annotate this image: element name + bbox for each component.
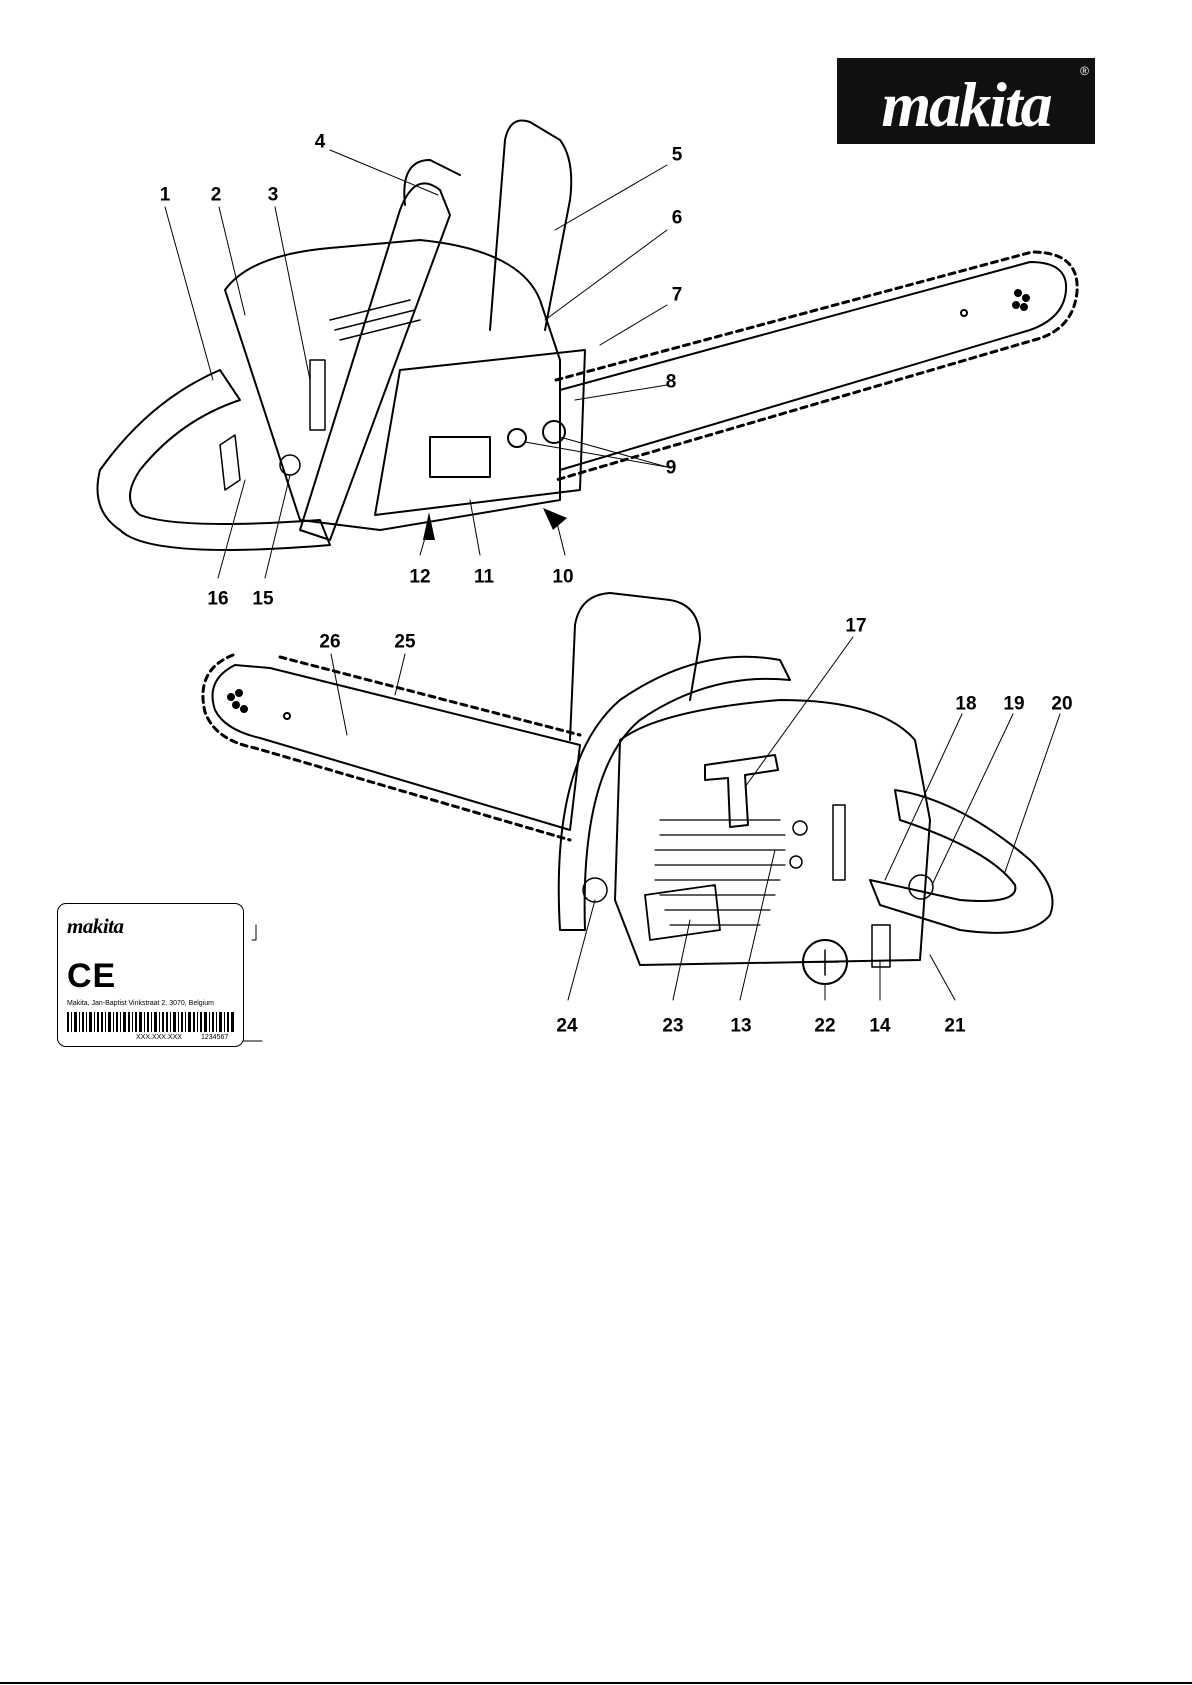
bar-nut-a	[508, 429, 526, 447]
hand-guard-top	[490, 120, 571, 330]
callout-21: 21	[944, 1017, 965, 1036]
chainsaw-right-view	[203, 593, 1060, 1000]
bottom-rule	[0, 1682, 1192, 1684]
saw-chain-top	[556, 252, 1077, 480]
callout-15: 15	[252, 590, 273, 609]
callout-10: 10	[552, 568, 573, 587]
callout-13: 13	[730, 1017, 751, 1036]
callout-26: 26	[319, 633, 340, 652]
starter-grip	[705, 755, 778, 827]
bar-nut-b	[543, 421, 565, 443]
front-handle-bottom	[559, 657, 790, 930]
guide-bar-top	[560, 262, 1066, 470]
callout-9: 9	[666, 459, 677, 478]
callout-25: 25	[394, 633, 415, 652]
callout-7: 7	[672, 286, 683, 305]
callout-24: 24	[556, 1017, 577, 1036]
callout-22: 22	[814, 1017, 835, 1036]
callout-1: 1	[160, 186, 171, 205]
saw-chain-bottom	[203, 655, 580, 840]
callout-8: 8	[666, 373, 677, 392]
leader-lines-top	[165, 150, 667, 578]
warning-plate	[645, 885, 720, 940]
cover-window	[430, 437, 490, 477]
ce-mark: CE	[67, 958, 116, 994]
callout-12: 12	[409, 568, 430, 587]
label-serial-number: 1234567	[201, 1034, 228, 1041]
callout-19: 19	[1003, 695, 1024, 714]
label-connector	[242, 925, 262, 1041]
callout-6: 6	[672, 209, 683, 228]
rear-handle-bottom	[870, 790, 1053, 933]
callout-14: 14	[869, 1017, 890, 1036]
chainsaw-left-view	[98, 120, 1078, 578]
callout-17: 17	[845, 617, 866, 636]
rear-handle-top	[98, 370, 331, 550]
name-plate-label: makita CE Makita, Jan-Baptist Vinkstraat…	[57, 903, 244, 1047]
callout-11: 11	[474, 568, 494, 587]
barcode	[67, 1012, 234, 1032]
label-model-code: XXX.XXX.XXX	[136, 1034, 182, 1041]
hand-guard-bottom	[570, 593, 700, 740]
callout-18: 18	[955, 695, 976, 714]
front-handle-loop	[404, 160, 460, 205]
engine-body-top	[225, 240, 560, 530]
bar-rivets-top	[1013, 290, 1029, 310]
sprocket-cover-top	[375, 350, 585, 515]
callout-3: 3	[268, 186, 279, 205]
label-brand: makita	[67, 914, 124, 939]
front-handle-top	[300, 183, 450, 540]
bar-hole-top	[961, 310, 967, 316]
starter-cover-slats	[655, 820, 785, 925]
callout-5: 5	[672, 146, 683, 165]
label-address: Makita, Jan-Baptist Vinkstraat 2, 3070, …	[67, 1000, 214, 1007]
callout-4: 4	[315, 133, 326, 152]
callout-23: 23	[662, 1017, 683, 1036]
callout-16: 16	[207, 590, 228, 609]
callout-20: 20	[1051, 695, 1072, 714]
callout-2: 2	[211, 186, 222, 205]
bar-rivets-bottom	[228, 690, 247, 712]
